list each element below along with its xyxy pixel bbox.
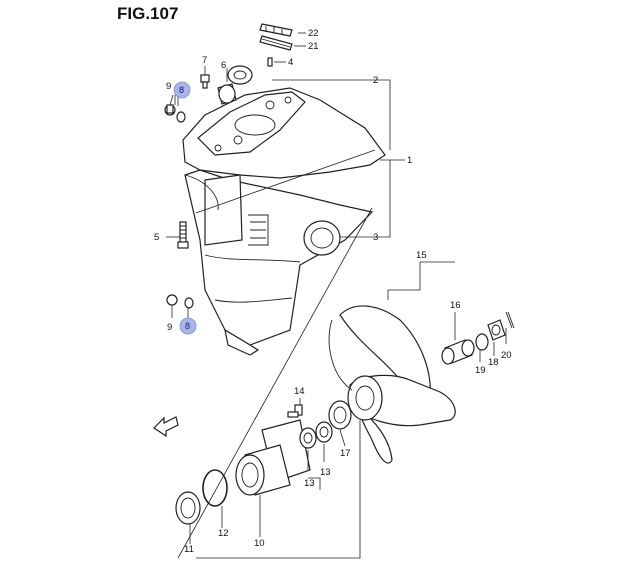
pin-4 [267,57,273,67]
label-8-lower: 8 [185,321,190,331]
bearing-17 [328,400,352,430]
bolt-7 [200,74,210,89]
label-6: 6 [221,60,226,71]
assembly-centerline-2 [195,149,376,214]
o-ring-12 [202,469,228,507]
label-9-lower: 9 [167,322,172,333]
label-21: 21 [308,41,319,52]
label-5: 5 [154,232,159,243]
label-7: 7 [202,55,207,66]
label-20: 20 [501,350,512,361]
bolt-9-upper [164,104,176,116]
bearing-11 [175,491,201,525]
label-3: 3 [373,232,378,243]
bolt-9-lower [166,294,178,306]
label-12: 12 [218,528,229,539]
label-10: 10 [254,538,265,549]
propeller-15 [328,305,456,464]
bolt-14 [287,404,303,418]
label-2: 2 [373,75,378,86]
washer-8-upper [176,111,186,123]
cotter-pin-20 [505,311,515,329]
gearcase-housing [182,87,386,356]
label-18: 18 [488,357,499,368]
fwd-arrow-icon [153,416,179,438]
part-labels: 22 21 4 2 7 6 9 1 5 3 9 15 16 20 19 18 1… [154,28,512,555]
label-14: 14 [294,386,305,397]
spacer-16 [441,339,475,365]
bolt-5 [177,221,189,249]
label-4: 4 [288,57,293,68]
assembly-centerline [177,207,373,559]
bearing-3 [303,220,341,256]
seals-13 [299,421,333,449]
label-9-upper: 9 [166,81,171,92]
washer-19 [475,333,489,351]
label-22: 22 [308,28,319,39]
washer-8-lower [184,297,194,309]
anode-strip-22 [259,23,293,37]
nut-18 [487,319,506,341]
badge-8-lower: 8 [179,317,197,335]
label-1: 1 [407,155,412,166]
bushing [217,83,237,105]
label-13-a: 13 [320,467,331,478]
strip-21 [259,35,293,51]
shaft-housing-10 [235,419,311,496]
label-11: 11 [184,544,194,555]
label-13-b: 13 [304,478,315,489]
leader-lines [166,32,507,559]
label-16: 16 [450,300,461,311]
badge-8-upper: 8 [173,81,191,99]
bearing-6 [227,65,253,85]
label-15: 15 [416,250,427,261]
label-17: 17 [340,448,351,459]
label-8-upper: 8 [179,85,184,95]
label-19: 19 [475,365,486,376]
figure-title: FIG.107 [117,4,179,23]
